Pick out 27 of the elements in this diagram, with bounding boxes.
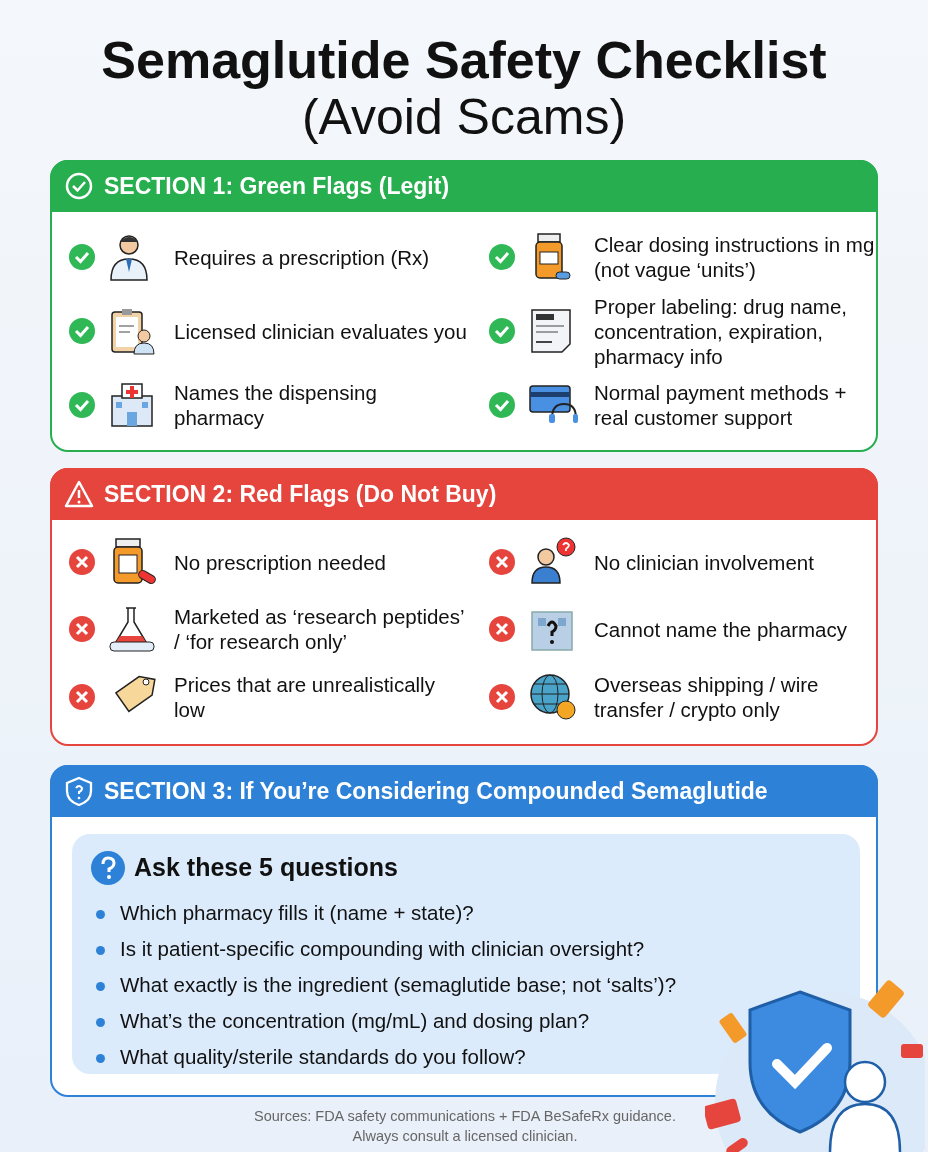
question-text: Which pharmacy fills it (name + state)?: [120, 901, 474, 925]
checklist-item: Marketed as ‘research peptides’ / ‘for research only’: [174, 604, 465, 655]
section-heading: SECTION 3: If You’re Considering Compounded Semaglutide: [104, 777, 768, 805]
sources-note: Sources: FDA safety communications + FDA BeSafeRx guidance. Always consult a licensed clinician.: [253, 1107, 677, 1146]
card-heading: Ask these 5 questions: [134, 853, 398, 882]
section-heading: SECTION 2: Red Flags (Do Not Buy): [104, 480, 497, 508]
checklist-item: No prescription needed: [174, 549, 387, 576]
section-panel: [50, 160, 878, 452]
question-text: What’s the concentration (mg/mL) and dosing plan?: [120, 1009, 590, 1033]
question-text: What quality/sterile standards do you follow?: [120, 1045, 526, 1069]
section-heading: SECTION 1: Green Flags (Legit): [104, 172, 450, 200]
question-text: Is it patient-specific compounding with clinician oversight?: [120, 937, 645, 961]
title: Semaglutide Safety Checklist (Avoid Scams): [100, 32, 828, 145]
checklist-item: Clear dosing instructions in mg (not vague ‘units’): [594, 232, 876, 283]
question-text: What exactly is the ingredient (semaglutide base; not ‘salts’)?: [120, 973, 677, 997]
checklist-item: Licensed clinician evaluates you: [174, 318, 468, 345]
section-panel: [50, 468, 878, 746]
checklist-item: Cannot name the pharmacy: [594, 616, 848, 643]
checklist-item: Overseas shipping / wire transfer / crypto only: [594, 672, 820, 723]
checklist-item: Normal payment methods + real customer support: [594, 380, 848, 431]
checklist-item: Requires a prescription (Rx): [174, 244, 431, 271]
section-panel: [50, 765, 878, 1097]
checklist-item: Prices that are unrealistically low: [174, 672, 436, 723]
question-card: [72, 834, 860, 1074]
checklist-item: No clinician involvement: [594, 549, 815, 576]
checklist-item: Names the dispensing pharmacy: [174, 380, 378, 431]
checklist-item: Proper labeling: drug name, concentration, expiration, pharmacy info: [594, 293, 848, 370]
